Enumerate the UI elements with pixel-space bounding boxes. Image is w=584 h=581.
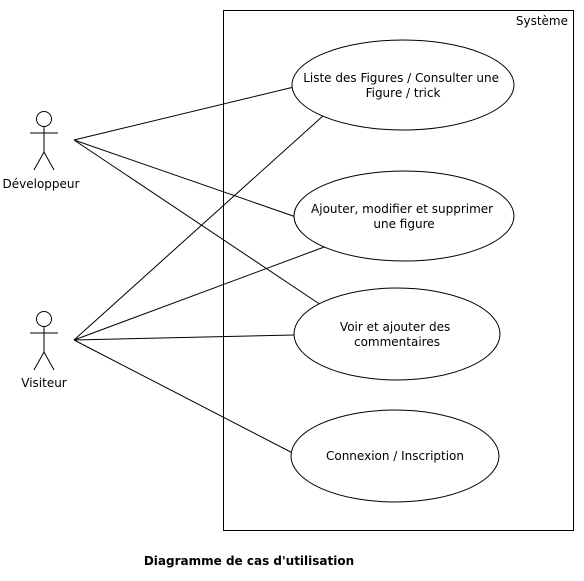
use-case-list-figures-label: Liste des Figures / Consulter une Figure… — [303, 71, 503, 100]
use-case-edit-figure-ellipse — [293, 170, 515, 262]
actor-visitor-right-leg — [43, 351, 55, 371]
association-developer-edit-figure — [73, 139, 297, 218]
use-case-list-figures-label-line1: Liste des Figures / Consulter une — [303, 71, 499, 85]
use-case-edit-figure-label: Ajouter, modifier et supprimer une figur… — [311, 202, 497, 231]
actor-visitor-label: Visiteur — [21, 376, 67, 390]
association-developer-comments — [73, 139, 325, 308]
use-case-list-figures-ellipse — [291, 39, 515, 131]
association-visitor-comments — [73, 334, 295, 341]
actor-developer-right-leg — [43, 151, 55, 171]
actor-developer: Développeur — [3, 111, 80, 191]
use-case-comments-label: Voir et ajouter des commentaires — [340, 320, 454, 349]
use-case-list-figures-label-line2: Figure / trick — [366, 86, 441, 100]
association-visitor-list-figures — [73, 114, 325, 341]
use-case-comments-label-line2: commentaires — [354, 335, 440, 349]
associations — [73, 86, 328, 464]
use-case-login-label: Connexion / Inscription — [326, 449, 464, 463]
association-visitor-edit-figure — [73, 245, 328, 341]
diagram-caption: Diagramme de cas d'utilisation — [144, 554, 354, 568]
actor-visitor: Visiteur — [21, 311, 67, 390]
association-developer-list-figures — [73, 86, 295, 141]
use-case-edit-figure: Ajouter, modifier et supprimer une figur… — [293, 170, 515, 262]
system-boundary — [223, 10, 574, 531]
use-case-comments-label-line1: Voir et ajouter des — [340, 320, 450, 334]
actor-developer-left-leg — [33, 151, 45, 171]
actor-developer-head — [36, 111, 52, 127]
use-case-comments: Voir et ajouter des commentaires — [293, 287, 501, 381]
actor-developer-label: Développeur — [3, 177, 80, 191]
use-case-edit-figure-label-line1: Ajouter, modifier et supprimer — [311, 202, 493, 216]
use-case-login: Connexion / Inscription — [290, 409, 500, 503]
use-case-list-figures: Liste des Figures / Consulter une Figure… — [291, 39, 515, 131]
use-case-comments-ellipse — [293, 287, 501, 381]
actor-visitor-left-leg — [33, 351, 45, 371]
use-case-edit-figure-label-line2: une figure — [373, 217, 434, 231]
system-label: Système — [516, 14, 568, 28]
association-visitor-login — [73, 339, 313, 464]
use-case-login-ellipse — [290, 409, 500, 503]
actor-visitor-head — [36, 311, 52, 327]
